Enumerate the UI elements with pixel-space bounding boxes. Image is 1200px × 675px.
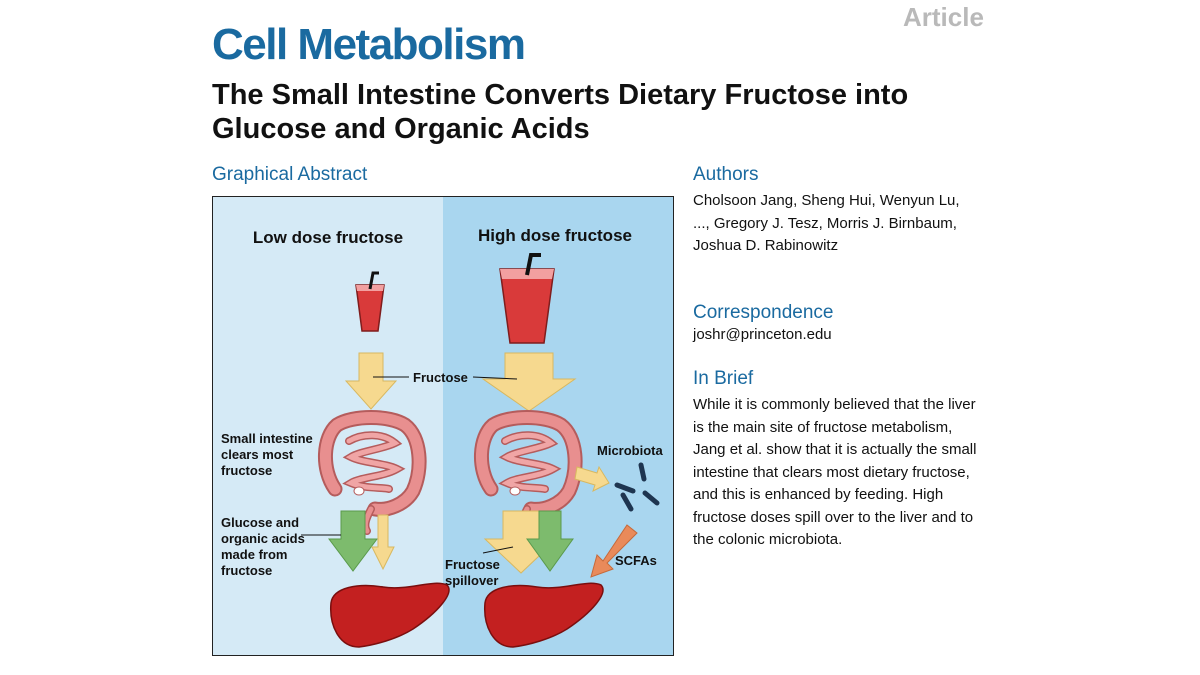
microbiota-label: Microbiota <box>597 443 663 458</box>
correspondence-email[interactable]: joshr@princeton.edu <box>693 324 832 347</box>
graphical-abstract-svg: Low dose fructose High dose fructose Fru… <box>213 197 673 655</box>
spillover-label: Fructose spillover <box>445 557 504 588</box>
high-dose-title: High dose fructose <box>478 226 632 245</box>
fructose-label: Fructose <box>413 370 468 385</box>
graphical-abstract-figure: Low dose fructose High dose fructose Fru… <box>212 196 674 656</box>
low-dose-title: Low dose fructose <box>253 228 403 247</box>
journal-title: Cell Metabolism <box>212 20 524 70</box>
in-brief-heading: In Brief <box>693 368 753 390</box>
paper-title: The Small Intestine Converts Dietary Fru… <box>212 78 1012 146</box>
in-brief-text: While it is commonly believed that the l… <box>693 394 983 552</box>
authors-heading: Authors <box>693 164 758 186</box>
correspondence-heading: Correspondence <box>693 302 833 324</box>
authors-list: Cholsoon Jang, Sheng Hui, Wenyun Lu, ...… <box>693 190 973 258</box>
article-type-label: Article <box>903 2 984 33</box>
graphical-abstract-heading: Graphical Abstract <box>212 164 367 186</box>
scfa-label: SCFAs <box>615 553 657 568</box>
